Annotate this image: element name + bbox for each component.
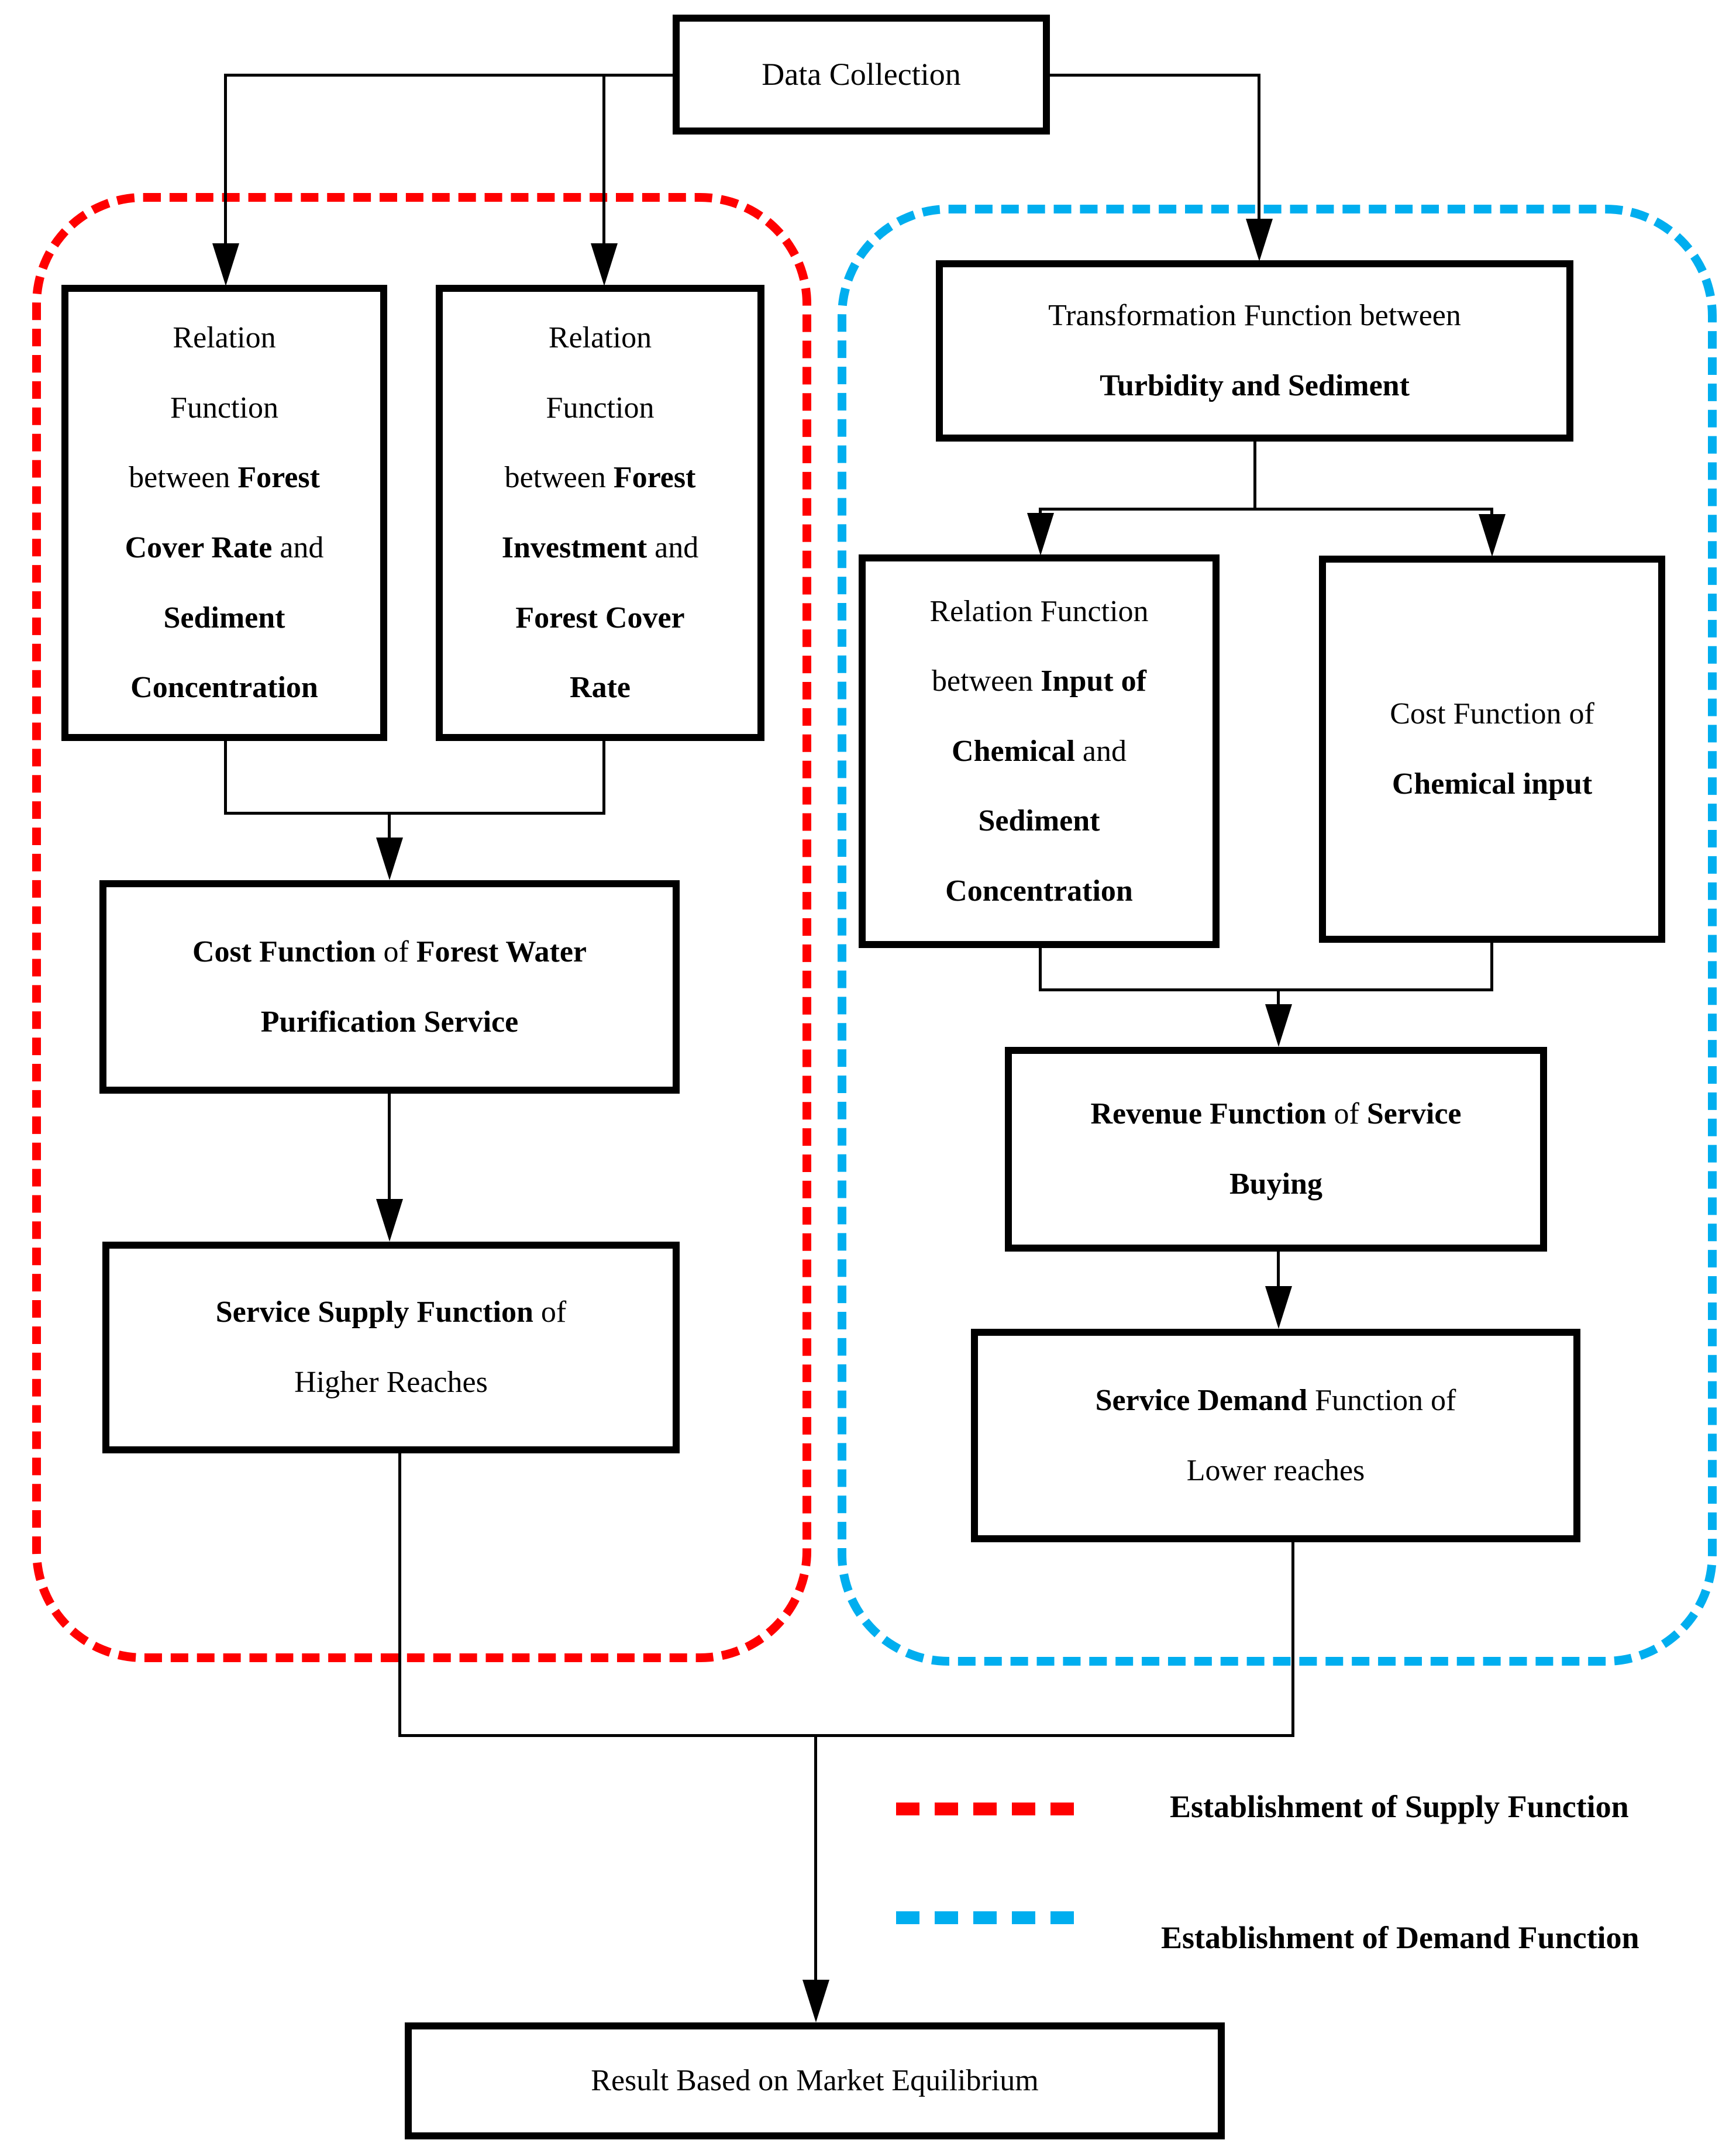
connector-line — [602, 740, 605, 815]
node-text-line: Function — [170, 391, 278, 425]
connector-line — [1277, 1250, 1280, 1288]
node-text-line: Concentration — [945, 874, 1133, 908]
node-text-line: between Forest — [129, 461, 320, 495]
node-text-line: between Input of — [932, 664, 1146, 698]
node-text-line: Chemical input — [1391, 767, 1593, 801]
connector-line — [1050, 74, 1260, 77]
node-service-supply-higher-reaches: Service Supply Function of Higher Reaches — [102, 1242, 680, 1453]
arrow-down — [802, 1980, 829, 2022]
arrow-down — [1027, 513, 1054, 556]
connector-line — [1258, 74, 1260, 221]
connector-line — [1490, 942, 1493, 991]
connector-line — [388, 1093, 391, 1201]
node-text-line: Buying — [1229, 1167, 1322, 1201]
node-relation-chemical-sediment: Relation Function between Input of Chemica… — [859, 554, 1220, 948]
node-text-line: Investment and — [501, 531, 699, 564]
demand-group-frame — [838, 205, 1717, 1666]
node-data-collection: Data Collection — [673, 15, 1050, 135]
node-text-line: Function — [546, 391, 655, 425]
arrow-down — [591, 243, 618, 286]
connector-line — [1039, 946, 1042, 991]
connector-line — [1291, 1541, 1294, 1737]
node-text-line: Turbidity and Sediment — [1100, 369, 1410, 402]
connector-line — [1039, 988, 1493, 991]
arrow-down — [376, 838, 403, 880]
connector-line — [814, 1734, 817, 1981]
connector-line — [1277, 988, 1280, 1006]
connector-line — [398, 1452, 401, 1737]
connector-line — [388, 812, 391, 840]
node-text-line: Service Supply Function of — [215, 1295, 567, 1329]
node-text-line: Cover Rate and — [125, 531, 324, 564]
legend-demand-dash-sample — [896, 1911, 1081, 1924]
node-text-line: Purification Service — [260, 1005, 519, 1039]
arrow-down — [376, 1199, 403, 1242]
legend-supply-label: Establishment of Supply Function — [1170, 1789, 1629, 1824]
connector-line — [1039, 508, 1493, 511]
node-text-line: Cost Function of — [1390, 697, 1594, 731]
arrow-down — [212, 243, 239, 286]
arrow-down — [1479, 514, 1506, 557]
node-text-line: Relation Function — [929, 594, 1149, 628]
connector-line — [398, 1734, 1294, 1737]
node-text-line: Chemical and — [952, 734, 1127, 768]
connector-line — [224, 740, 227, 815]
node-result-market-equilibrium: Result Based on Market Equilibrium — [405, 2022, 1225, 2139]
node-text-line: Result Based on Market Equilibrium — [591, 2064, 1039, 2098]
legend-demand-label: Establishment of Demand Function — [1161, 1920, 1639, 1955]
node-cost-chemical-input: Cost Function of Chemical input — [1319, 556, 1665, 943]
node-text-line: Service Demand Function of — [1095, 1383, 1456, 1417]
connector-line — [224, 74, 674, 77]
node-text-line: Concentration — [130, 671, 318, 705]
arrow-down — [1265, 1286, 1292, 1329]
node-text-line: Rate — [570, 671, 631, 705]
supply-group-frame — [32, 193, 811, 1662]
connector-line — [602, 74, 605, 247]
node-text-line: between Forest — [504, 461, 696, 495]
connector-line — [1490, 508, 1493, 519]
node-text-line: Relation — [173, 321, 276, 355]
node-text-line: Cost Function of Forest Water — [192, 935, 587, 969]
node-service-demand-lower-reaches: Service Demand Function of Lower reaches — [971, 1329, 1580, 1542]
node-text-line: Sediment — [978, 804, 1100, 838]
arrow-down — [1246, 219, 1273, 261]
connector-line — [224, 812, 605, 815]
node-text-line: Revenue Function of Service — [1090, 1097, 1462, 1131]
node-text-line: Transformation Function between — [1048, 299, 1461, 333]
arrow-down — [1265, 1004, 1292, 1047]
node-text-line: Relation — [548, 321, 652, 355]
connector-line — [224, 74, 227, 247]
node-text-line: Sediment — [163, 601, 285, 635]
connector-line — [1253, 440, 1256, 511]
node-text-line: Forest Cover — [515, 601, 685, 635]
node-text-line: Higher Reaches — [294, 1366, 488, 1399]
node-text-line: Data Collection — [762, 57, 961, 92]
node-text-line: Lower reaches — [1186, 1453, 1365, 1487]
legend-supply-dash-sample — [896, 1803, 1081, 1815]
